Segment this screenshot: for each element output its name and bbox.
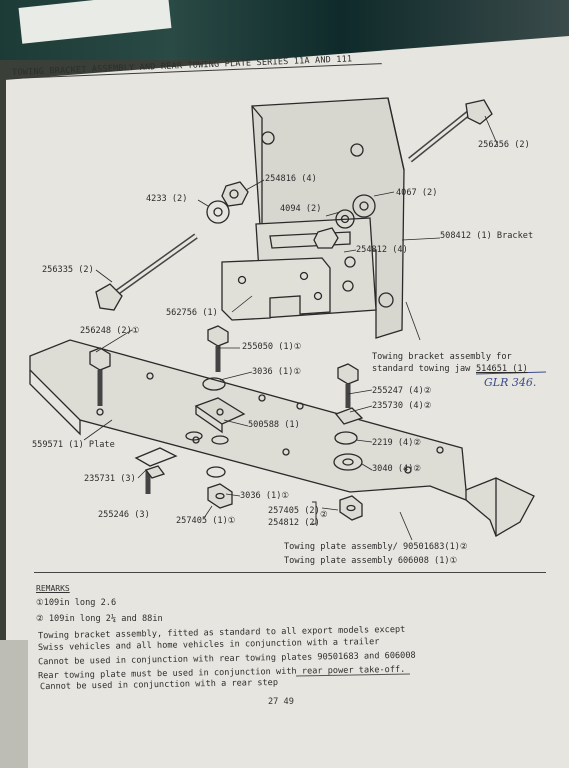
bracket-note-part: 514651 (1) xyxy=(476,364,528,374)
bracket-note-line2: standard towing jaw xyxy=(372,364,471,374)
plate-assembly-line1: Towing plate assembly/ 90501683(1)② xyxy=(284,542,468,552)
callout-235731: 235731 (3) xyxy=(84,474,136,484)
remarks-divider xyxy=(34,572,546,573)
page-number: 27 49 xyxy=(268,697,294,707)
callout-559571-plate: 559571 (1) Plate xyxy=(32,440,115,450)
callout-235730: 235730 (4)② xyxy=(372,401,432,411)
callout-255050: 255050 (1)① xyxy=(242,342,302,352)
callout-500588: 500588 (1) xyxy=(248,420,300,430)
callout-257405-a: 257405 (1)① xyxy=(176,516,236,526)
remark-line: ①109in long 2.6 xyxy=(36,598,117,608)
callout-3036-b: 3036 (1)① xyxy=(240,491,290,501)
remarks-heading: REMARKS xyxy=(36,584,70,593)
callout-4094: 4094 (2) xyxy=(280,204,322,214)
callout-256335: 256335 (2) xyxy=(42,265,94,275)
callout-4233: 4233 (2) xyxy=(146,194,188,204)
page-edge-shadow xyxy=(0,640,28,768)
callout-256248: 256248 (2)① xyxy=(80,326,140,336)
callout-256256: 256256 (2) xyxy=(478,140,530,150)
callout-255246: 255246 (3) xyxy=(98,510,150,520)
callout-254816: 254816 (4) xyxy=(265,174,317,184)
callout-562756: 562756 (1) xyxy=(166,308,218,318)
plate-assembly-line2: Towing plate assembly 606008 (1)① xyxy=(284,556,458,566)
callout-2219: 2219 (4)② xyxy=(372,438,422,448)
callout-254812-a: 254812 (4) xyxy=(356,245,408,255)
handwritten-registration: GLR 346. xyxy=(484,376,537,389)
callout-257405-b-circle: ② xyxy=(320,510,328,520)
callout-3040: 3040 (4)② xyxy=(372,464,422,474)
callout-257405-b: 257405 (2) xyxy=(268,506,320,516)
callout-4067: 4067 (2) xyxy=(396,188,438,198)
callout-508412: 508412 (1) Bracket xyxy=(440,231,534,241)
callout-254812-b: 254812 (2) xyxy=(268,518,320,528)
callout-3036-a: 3036 (1)① xyxy=(252,367,302,377)
bracket-note-line1: Towing bracket assembly for xyxy=(372,352,512,362)
remark-line: ② 109in long 2¼ and 88in xyxy=(36,614,163,624)
callout-255247: 255247 (4)② xyxy=(372,386,432,396)
